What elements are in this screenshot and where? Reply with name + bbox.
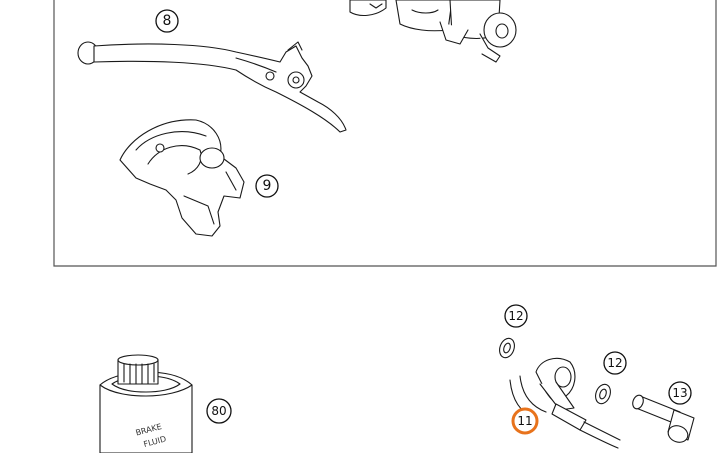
- master-cylinder: [349, 0, 517, 63]
- svg-text:8: 8: [163, 13, 172, 29]
- banjo-bolt: [632, 394, 695, 443]
- svg-text:9: 9: [263, 178, 272, 194]
- callout-80: 80: [206, 398, 232, 424]
- brake-line: [509, 357, 621, 449]
- callout-12-lower: 12: [603, 351, 627, 375]
- group-frame: [53, 0, 717, 267]
- lever-guard: [119, 119, 245, 237]
- callout-12-upper: 12: [504, 304, 528, 328]
- washer-upper: [499, 337, 515, 359]
- svg-text:80: 80: [211, 404, 226, 418]
- svg-text:12: 12: [508, 309, 523, 323]
- callout-8: 8: [155, 9, 179, 33]
- brake-lever: [77, 41, 347, 133]
- svg-text:13: 13: [672, 386, 687, 400]
- callout-13: 13: [668, 381, 692, 405]
- svg-text:12: 12: [607, 356, 622, 370]
- svg-text:11: 11: [517, 414, 532, 428]
- callout-11-highlighted[interactable]: 11: [511, 407, 539, 435]
- brake-fluid-can: BRAKE FLUID: [99, 354, 193, 453]
- washer-lower: [595, 383, 611, 405]
- callout-9: 9: [255, 174, 279, 198]
